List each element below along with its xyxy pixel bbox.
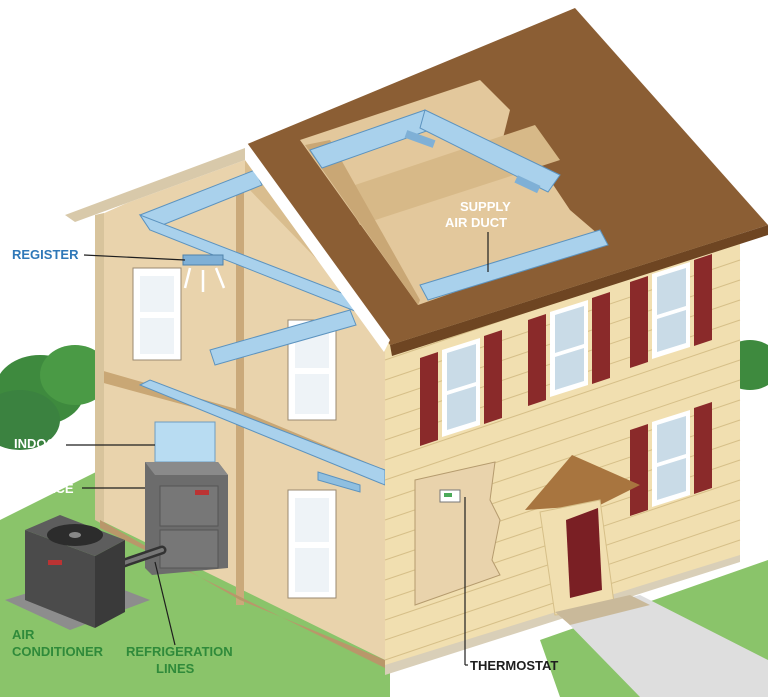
front-door-portico bbox=[525, 455, 650, 625]
furnace-unit bbox=[145, 462, 228, 575]
leader-lines bbox=[66, 232, 489, 666]
label-ac-line2: CONDITIONER bbox=[12, 644, 104, 659]
label-thermostat: THERMOSTAT bbox=[470, 658, 558, 673]
exterior-window-4 bbox=[630, 402, 712, 516]
interior-window-upper-left bbox=[132, 267, 182, 361]
indoor-coil bbox=[154, 421, 216, 463]
label-indoor-line2: COIL bbox=[28, 451, 59, 466]
label-refrig-line1: REFRIGERATION bbox=[126, 644, 233, 659]
air-conditioner-unit bbox=[5, 515, 150, 630]
exterior-window-2 bbox=[528, 292, 610, 406]
supply-air-duct-attic bbox=[309, 109, 609, 301]
exterior-window-1 bbox=[420, 330, 502, 446]
exterior-window-3 bbox=[630, 254, 712, 368]
thermostat-cutaway bbox=[414, 461, 501, 606]
label-supply-line1: SUPPLY bbox=[460, 199, 511, 214]
label-furnace: FURNACE bbox=[10, 481, 74, 496]
supply-duct-upper bbox=[138, 169, 366, 366]
label-indoor-line1: INDOOR bbox=[14, 436, 67, 451]
label-supply-line2: AIR DUCT bbox=[445, 215, 507, 230]
label-refrig-line2: LINES bbox=[156, 661, 195, 676]
label-ac-line1: AIR bbox=[12, 627, 35, 642]
walkway bbox=[560, 595, 768, 697]
lawn bbox=[0, 470, 390, 697]
interior-window-lower bbox=[287, 489, 337, 599]
label-register: REGISTER bbox=[12, 247, 79, 262]
